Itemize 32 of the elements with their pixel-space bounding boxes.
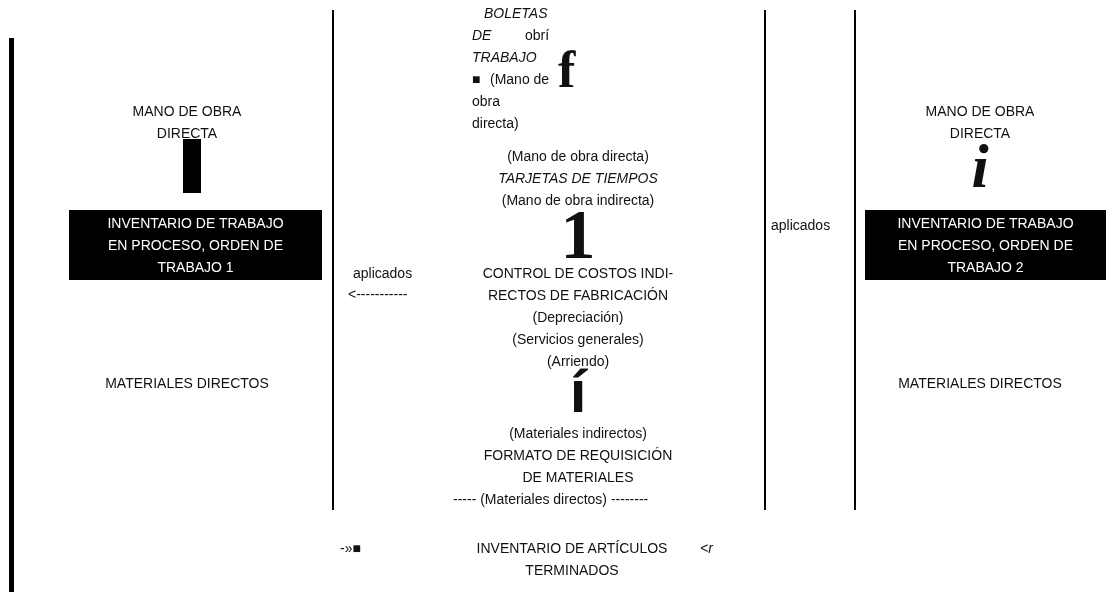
label-text: aplicados xyxy=(771,216,831,235)
label-text: BOLETAS xyxy=(484,4,548,23)
label-text: obrí xyxy=(525,26,550,45)
label-text: MATERIALES DIRECTOS xyxy=(104,374,270,393)
label-text: -»■ xyxy=(340,539,361,558)
label-text: (Mano de xyxy=(490,70,550,89)
label-text: (Materiales indirectos) xyxy=(508,424,648,443)
box-text: INVENTARIO DE TRABAJO EN PROCESO, ORDEN DE TRABAJO 2 xyxy=(896,214,1075,277)
label-text: INVENTARIO DE ARTÍCULOS TERMINADOS xyxy=(475,539,669,580)
label-text: MATERIALES DIRECTOS xyxy=(897,374,1063,393)
label-text: TRABAJO xyxy=(472,48,537,67)
label-text: (Servicios generales) xyxy=(511,330,645,349)
label-text: FORMATO DE REQUISICIÓN DE MATERIALES xyxy=(482,446,674,487)
box-text: INVENTARIO DE TRABAJO EN PROCESO, ORDEN DE TRABAJO 1 xyxy=(106,214,285,277)
label-text: ■ xyxy=(472,70,481,89)
label-text: CONTROL DE COSTOS INDI- RECTOS DE FABRICACIÓN xyxy=(481,264,675,305)
label-text: obra xyxy=(472,92,501,111)
symbol-glyph: f xyxy=(558,46,576,94)
label-text: (Arriendo) xyxy=(545,352,611,369)
label-text: directa) xyxy=(472,114,519,133)
label-text: MANO DE OBRA DIRECTA xyxy=(131,102,243,143)
label-text: <r xyxy=(700,539,713,558)
process-box xyxy=(865,210,1106,280)
label-text: (Mano de obra directa) xyxy=(506,147,650,166)
label-text: (Mano de obra indirecta) xyxy=(500,191,656,210)
label-text: TARJETAS DE TIEMPOS xyxy=(497,169,659,188)
label-text: ----- (Materiales directos) -------- xyxy=(453,490,649,509)
label-text: aplicados xyxy=(353,264,413,283)
label-text: <----------- xyxy=(348,285,408,304)
label-text: (Depreciación) xyxy=(531,308,625,327)
process-box xyxy=(69,210,322,280)
label-text: DE xyxy=(472,26,492,45)
